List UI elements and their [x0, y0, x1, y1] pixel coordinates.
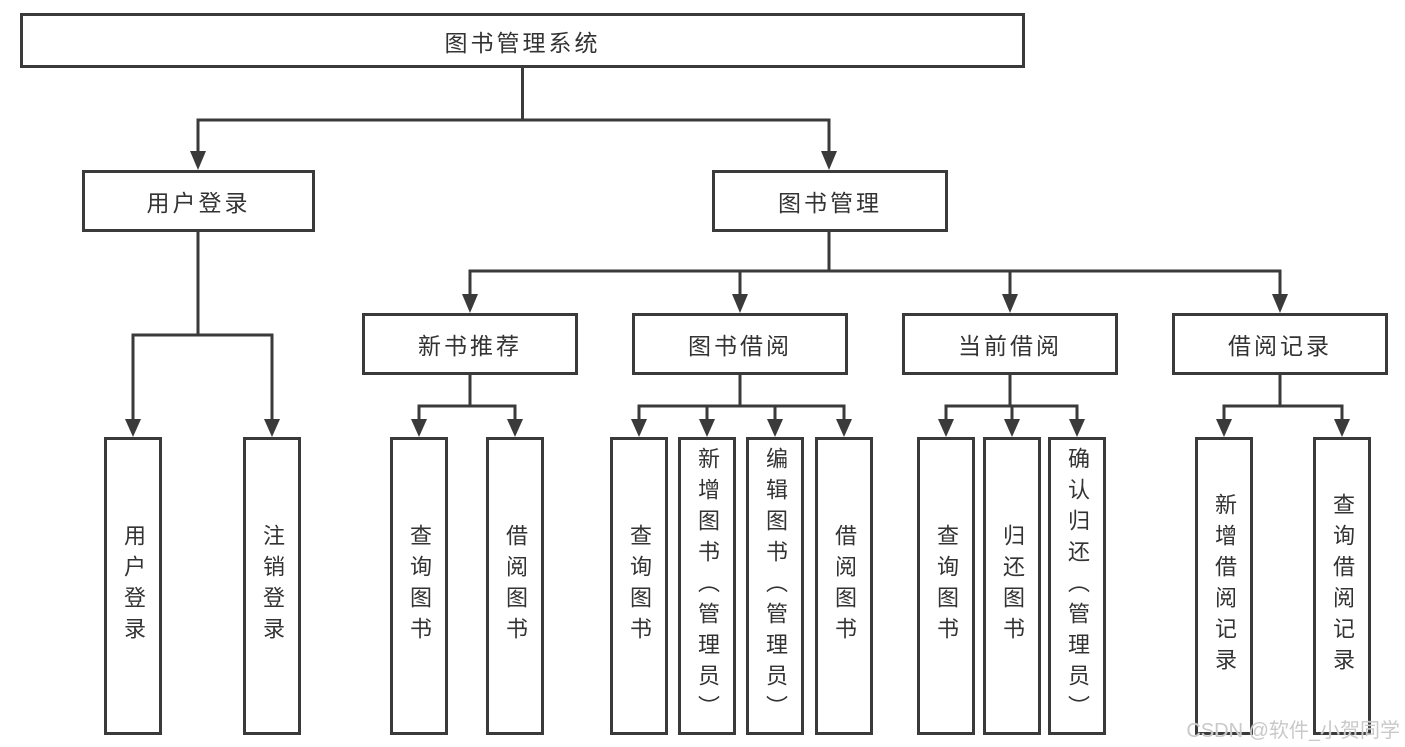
node-user-login-label: 用户登录: [146, 190, 251, 216]
connector-borrow-to-leaves: [631, 373, 852, 437]
connector-record-to-leaves: [1216, 373, 1350, 437]
leaf-add-borrow-record-label: 新增借阅记录: [1212, 493, 1237, 679]
leaf-edit-book-admin-label: 编辑图书（管理员）: [763, 446, 788, 726]
node-borrow-records-label: 借阅记录: [1228, 333, 1332, 359]
leaf-logout-label: 注销登录: [260, 524, 285, 648]
leaf-add-borrow-record: 新增借阅记录: [1195, 437, 1253, 735]
node-library-system: 图书管理系统: [20, 13, 1025, 68]
node-book-borrow-label: 图书借阅: [688, 333, 792, 359]
node-book-management-label: 图书管理: [778, 190, 882, 216]
node-new-book-recommend-label: 新书推荐: [418, 333, 522, 359]
leaf-query-books-1: 查询图书: [390, 437, 448, 735]
node-book-management: 图书管理: [712, 170, 948, 232]
leaf-confirm-return-admin: 确认归还（管理员）: [1048, 437, 1106, 735]
node-new-book-recommend: 新书推荐: [362, 313, 578, 375]
leaf-query-books-1-label: 查询图书: [407, 524, 432, 648]
leaf-return-books: 归还图书: [983, 437, 1041, 735]
connector-root-to-level2: [190, 66, 837, 170]
leaf-borrow-books-2-label: 借阅图书: [832, 524, 857, 648]
leaf-add-book-admin-label: 新增图书（管理员）: [695, 446, 720, 726]
node-library-system-label: 图书管理系统: [444, 29, 601, 56]
csdn-watermark: CSDN @软件_小贺同学: [1186, 720, 1400, 742]
leaf-user-login: 用户登录: [104, 437, 162, 735]
leaf-query-books-2: 查询图书: [610, 437, 668, 735]
node-current-borrow: 当前借阅: [902, 313, 1118, 375]
leaf-return-books-label: 归还图书: [1000, 524, 1025, 648]
node-current-borrow-label: 当前借阅: [958, 333, 1062, 359]
leaf-borrow-books-1-label: 借阅图书: [503, 524, 528, 648]
leaf-query-borrow-record: 查询借阅记录: [1313, 437, 1371, 735]
connector-current-to-leaves: [938, 373, 1085, 437]
leaf-edit-book-admin: 编辑图书（管理员）: [746, 437, 804, 735]
leaf-add-book-admin: 新增图书（管理员）: [678, 437, 736, 735]
leaf-borrow-books-1: 借阅图书: [486, 437, 544, 735]
leaf-user-login-label: 用户登录: [121, 524, 146, 648]
connector-newbook-to-leaves: [411, 373, 523, 437]
connector-login-to-leaves: [125, 230, 280, 437]
leaf-borrow-books-2: 借阅图书: [815, 437, 873, 735]
leaf-query-borrow-record-label: 查询借阅记录: [1330, 493, 1355, 679]
node-borrow-records: 借阅记录: [1172, 313, 1388, 375]
connector-mgmt-to-level3: [462, 230, 1288, 313]
leaf-confirm-return-admin-label: 确认归还（管理员）: [1065, 446, 1090, 726]
node-book-borrow: 图书借阅: [632, 313, 848, 375]
leaf-query-books-3-label: 查询图书: [934, 524, 959, 648]
leaf-query-books-3: 查询图书: [917, 437, 975, 735]
leaf-query-books-2-label: 查询图书: [627, 524, 652, 648]
node-user-login: 用户登录: [82, 170, 315, 232]
leaf-logout: 注销登录: [243, 437, 301, 735]
